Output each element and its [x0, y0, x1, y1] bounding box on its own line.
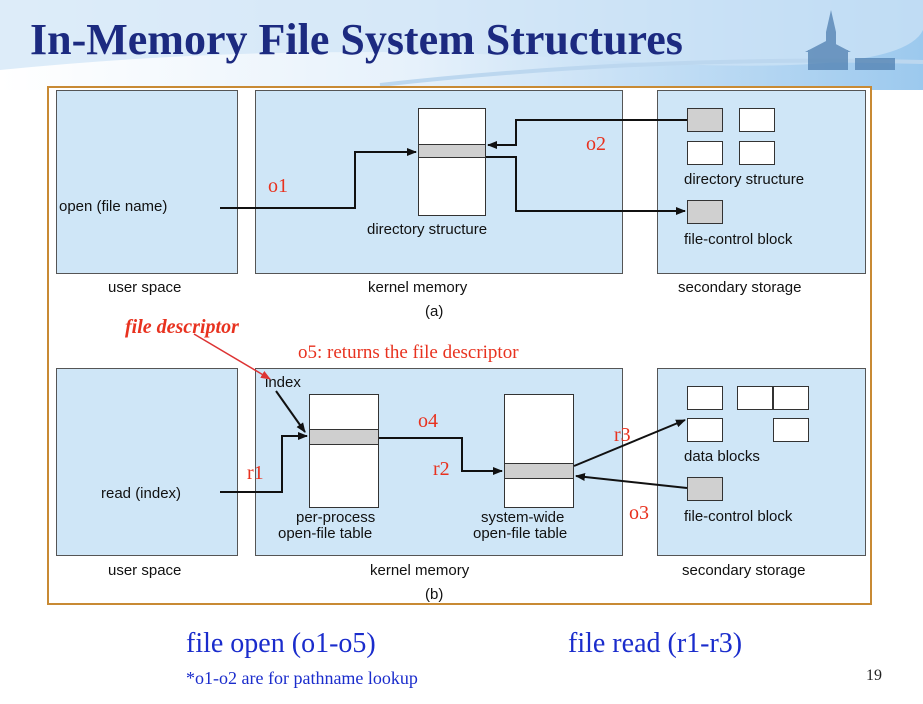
part-a-sublabel: (a) [425, 303, 444, 320]
panel-b-user-space [56, 368, 238, 556]
arrow-o2 [487, 119, 687, 149]
panel-a-label-user: user space [108, 279, 182, 296]
arrow-index [275, 390, 306, 433]
part-b-sublabel: (b) [425, 586, 444, 603]
step-r2: r2 [433, 458, 450, 480]
step-o1: o1 [268, 175, 288, 197]
system-wide-entry [504, 463, 574, 479]
panel-a-label-storage: secondary storage [678, 279, 802, 296]
caption-file-read: file read (r1-r3) [568, 628, 743, 659]
file-descriptor-label: file descriptor [125, 316, 239, 338]
kernel-directory-table [418, 108, 486, 216]
storage-fcb-block-b [687, 477, 723, 501]
system-wide-label-2: open-file table [473, 525, 568, 542]
data-block [687, 386, 723, 410]
panel-a-user-space [56, 90, 238, 274]
index-label: index [265, 374, 301, 391]
data-blocks-label: data blocks [684, 448, 760, 465]
arrow-r3 [573, 419, 686, 467]
read-call-label: read (index) [101, 485, 182, 502]
system-wide-table [504, 394, 574, 508]
slide-title: In-Memory File System Structures [30, 15, 683, 64]
arrow-o3 [575, 472, 688, 489]
data-block [687, 418, 723, 442]
kernel-directory-label: directory structure [367, 221, 488, 238]
step-o4: o4 [418, 410, 438, 432]
header-banner [0, 0, 923, 90]
storage-fcb-label-a: file-control block [684, 231, 793, 248]
arrow-r1 [220, 432, 308, 493]
per-process-table [309, 394, 379, 508]
per-process-label-1: per-process [296, 509, 376, 526]
storage-dir-block [687, 108, 723, 132]
arrow-r2 [379, 437, 503, 475]
step-r3: r3 [614, 424, 631, 446]
panel-a-label-kernel: kernel memory [368, 279, 468, 296]
panel-b-label-kernel: kernel memory [370, 562, 470, 579]
arrow-to-fcb-a [486, 156, 686, 215]
caption-file-open: file open (o1-o5) [186, 628, 376, 659]
o5-note: o5: returns the file descriptor [298, 342, 519, 363]
church-skyline-icon [805, 10, 895, 70]
page-number: 19 [866, 667, 882, 684]
arrow-o1 [220, 148, 417, 209]
per-process-entry [309, 429, 379, 445]
step-o2: o2 [586, 133, 606, 155]
per-process-label-2: open-file table [278, 525, 373, 542]
file-descriptor-pointer [193, 333, 271, 380]
kernel-directory-entry [418, 144, 486, 158]
data-block [773, 418, 809, 442]
data-block [773, 386, 809, 410]
step-o3: o3 [629, 502, 649, 524]
storage-dir-block [739, 108, 775, 132]
caption-note: *o1-o2 are for pathname lookup [186, 668, 418, 688]
storage-dir-block [739, 141, 775, 165]
step-r1: r1 [247, 462, 264, 484]
panel-b-label-storage: secondary storage [682, 562, 806, 579]
open-call-label: open (file name) [59, 198, 168, 215]
storage-dir-block [687, 141, 723, 165]
storage-fcb-block-a [687, 200, 723, 224]
system-wide-label-1: system-wide [481, 509, 565, 526]
storage-directory-label: directory structure [684, 171, 805, 188]
panel-b-label-user: user space [108, 562, 182, 579]
data-block [737, 386, 773, 410]
storage-fcb-label-b: file-control block [684, 508, 793, 525]
